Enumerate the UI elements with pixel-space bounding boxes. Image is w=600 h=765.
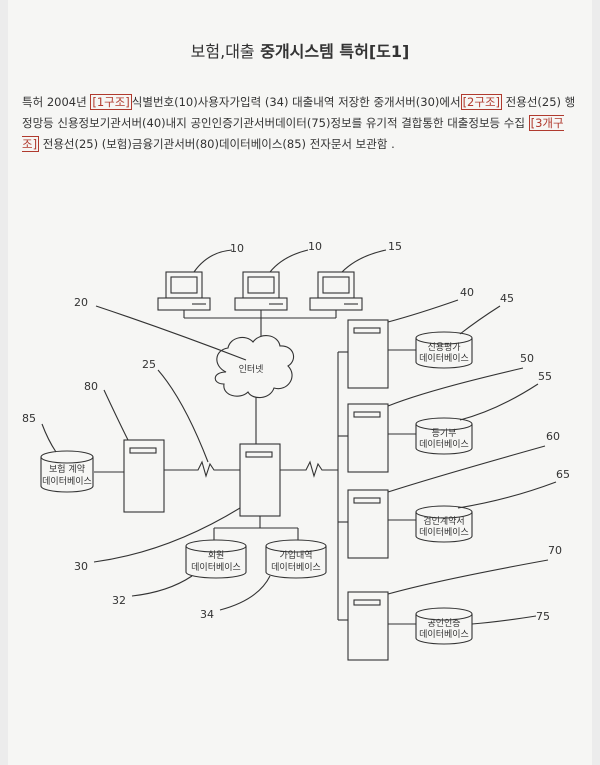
ref-internet: 20	[74, 296, 88, 309]
terminal-3	[309, 271, 363, 311]
para-text-3: 전용선(25) 행정망등 신용정보기관서버(40)내지 공인인증기관서버데이터(…	[22, 95, 576, 130]
ref-line: 25	[142, 358, 156, 371]
finance-server	[123, 439, 165, 513]
ref-terminal-1: 10	[230, 242, 244, 255]
para-text-4: 전용선(25) (보험)금융기관서버(80)데이터베이스(85) 전자문서 보관…	[39, 137, 395, 151]
ref-terminal-2: 10	[308, 240, 322, 253]
relay-server	[239, 443, 281, 517]
mortgage-server	[347, 489, 389, 559]
cert-db-label-2: 데이터베이스	[419, 629, 469, 640]
registry-database	[415, 417, 473, 455]
ref-mortgage-server: 60	[546, 430, 560, 443]
ref-credit-db: 45	[500, 292, 514, 305]
ref-cert-server: 70	[548, 544, 562, 557]
ref-server: 30	[74, 560, 88, 573]
terminal-1	[157, 271, 211, 311]
reference-numbers: 10 10 15 20 25 40 45 50 55 60 65 70 75 8…	[22, 240, 570, 623]
description-paragraph: 특허 2004년 [1구조]식별번호(10)사용자가입력 (34) 대출내역 저…	[22, 92, 578, 155]
cert-db-label-1: 공인인증	[427, 618, 460, 629]
mortgage-database	[415, 505, 473, 543]
signup-database	[265, 539, 327, 579]
structure-tag-1: [1구조]	[90, 94, 132, 110]
ref-member-db: 32	[112, 594, 126, 607]
title-main: 중개시스템 특허[도1]	[260, 42, 410, 61]
internet-label: 인터넷	[239, 364, 264, 375]
structure-tag-3: [3개구조]	[22, 115, 564, 152]
registry-db-label-1: 등기부	[432, 428, 457, 439]
terminal-2	[234, 271, 288, 311]
cert-database	[415, 607, 473, 645]
mortgage-db-label-1: 검인계약서	[423, 515, 464, 527]
credit-db-label-1: 신용평가	[427, 342, 460, 353]
mortgage-db-label-2: 데이터베이스	[419, 527, 469, 538]
para-text-1: 특허 2004년	[22, 95, 91, 109]
page-title: 보험,대출 중개시스템 특허[도1]	[8, 38, 592, 62]
ref-credit-server: 40	[460, 286, 474, 299]
document-page: 보험,대출 중개시스템 특허[도1] 특허 2004년 [1구조]식별번호(10…	[8, 0, 592, 765]
internet-cloud	[214, 335, 295, 399]
server-to-db-lines	[213, 516, 299, 540]
member-db-label-1: 회원	[208, 550, 225, 561]
leader-lines	[41, 249, 557, 625]
member-db-label-2: 데이터베이스	[191, 562, 241, 573]
signup-db-label-2: 데이터베이스	[271, 562, 321, 573]
ref-cert-db: 75	[536, 610, 550, 623]
credit-database	[415, 331, 473, 369]
credit-server	[347, 319, 389, 389]
ref-mortgage-db: 65	[556, 468, 570, 481]
ref-signup-db: 34	[200, 608, 214, 621]
insurance-database	[40, 450, 94, 493]
ref-finance-server: 80	[84, 380, 98, 393]
credit-db-label-2: 데이터베이스	[419, 353, 469, 364]
registry-db-label-2: 데이터베이스	[419, 439, 469, 450]
ref-registry-db: 55	[538, 370, 552, 383]
ref-registry-server: 50	[520, 352, 534, 365]
member-database	[185, 539, 247, 579]
system-diagram: 인터넷 보험 계약 데이터베이스	[22, 240, 570, 661]
ref-insurance-db: 85	[22, 412, 36, 425]
dedicated-line	[164, 460, 338, 478]
ref-terminal-3: 15	[388, 240, 402, 253]
insurance-db-label-2: 데이터베이스	[42, 476, 92, 487]
institution-bus	[337, 351, 348, 621]
para-text-2: 식별번호(10)사용자가입력 (34) 대출내역 저장한 중개서버(30)에서	[131, 95, 461, 109]
structure-tag-2: [2구조]	[460, 94, 503, 110]
title-prefix: 보험,대출	[190, 42, 255, 61]
cert-server	[347, 591, 389, 661]
registry-server	[347, 403, 389, 473]
signup-db-label-1: 가입내역	[279, 549, 312, 561]
insurance-db-label-1: 보험 계약	[49, 463, 85, 475]
